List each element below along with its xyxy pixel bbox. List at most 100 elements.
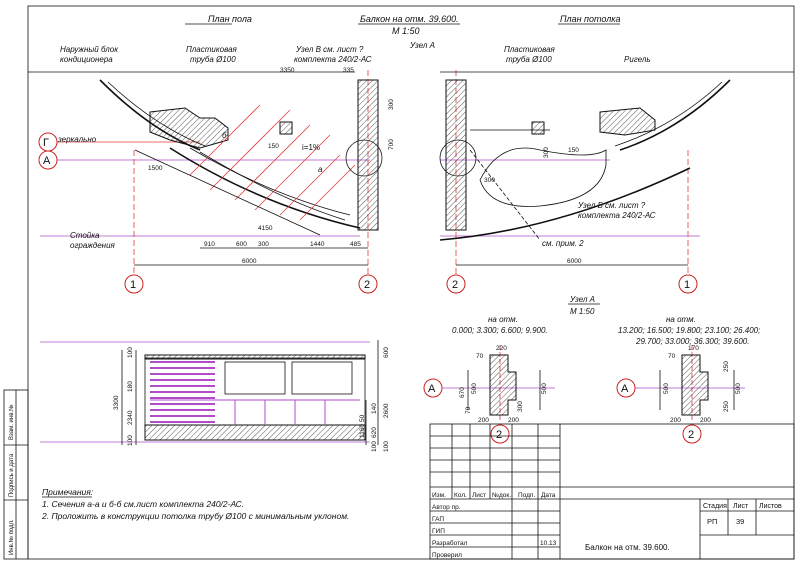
- node-a-left-dim-200b: 200: [508, 417, 519, 424]
- dim-910: 910: [204, 241, 215, 248]
- dim-300-ceiling-b: 300: [484, 177, 495, 184]
- girder-label: Ригель: [624, 55, 651, 64]
- node-b-ceiling-1: Узел Б см. лист ?: [577, 201, 646, 210]
- ceiling-column: [445, 79, 467, 231]
- stamp-col-list: Лист: [472, 492, 486, 499]
- elev-dim-100-right: 100: [371, 441, 378, 452]
- node-a-title: Узел А: [569, 295, 595, 304]
- side-field-2: Подпись и дата: [9, 453, 15, 497]
- note-ref: см. прим. 2: [542, 239, 584, 248]
- dim-150-ceiling: 150: [568, 147, 579, 154]
- stamp-role-developed: Разработал: [432, 539, 468, 547]
- node-a-left-dim-200a: 200: [478, 417, 489, 424]
- axis-g-marker: Г: [43, 137, 49, 149]
- ceiling-plan: Узел А Пластиковая труба Ø100 Ригель Узе…: [409, 41, 794, 294]
- node-a-right-dim-200b: 200: [700, 417, 711, 424]
- center-title: Балкон на отм. 39.600.: [360, 14, 459, 24]
- stamp-role-gap: ГАП: [432, 516, 444, 523]
- node-a-right-dim-200a: 200: [670, 417, 681, 424]
- node-a-left-levels: 0.000; 3.300; 6.600; 9.900.: [452, 326, 548, 335]
- node-a-right-axis-2: 2: [688, 429, 694, 441]
- pipe: [279, 121, 293, 135]
- stamp-sheet-value: 39: [736, 517, 744, 526]
- node-a-ref: Узел А: [409, 41, 435, 50]
- elev-dim-3300: 3300: [113, 395, 120, 410]
- note-2: 2. Проложить в конструкции потолка трубу…: [41, 511, 349, 521]
- side-stamp: Взам. инв.№ Подпись и дата Инв.№ подл.: [3, 389, 29, 560]
- node-a-right-dim-250b: 250: [723, 401, 730, 412]
- stamp-col-ndok: №док.: [492, 492, 511, 499]
- elev-dim-50: 50: [359, 414, 366, 422]
- node-a-left-dim-70: 70: [476, 353, 484, 360]
- elev-dim-100-right2: 100: [383, 441, 390, 452]
- ceiling-plan-title: План потолка: [560, 14, 621, 24]
- axis-2-ceiling: 2: [452, 279, 458, 291]
- node-a-left-dim-70b: 70: [465, 406, 472, 414]
- node-a-left-axis-a: А: [428, 383, 436, 395]
- stamp-role-gip: ГИП: [432, 528, 445, 535]
- dim-4150: 4150: [258, 225, 273, 232]
- dim-485: 485: [350, 241, 361, 248]
- elev-dim-600: 600: [383, 347, 390, 358]
- slope-label: i=1%: [302, 143, 320, 152]
- node-a-right-title: на отм.: [666, 315, 696, 324]
- node-a-right-dim-170: 170: [688, 345, 699, 352]
- notes: Примечания: 1. Сечения а-а и б-б см.лист…: [41, 487, 349, 521]
- dim-700: 700: [388, 139, 395, 150]
- elev-dim-2340: 2340: [127, 410, 134, 425]
- node-a-scale: М 1:50: [570, 307, 595, 316]
- section-a-mark: a: [318, 165, 323, 174]
- stamp-stage-header: Стадия: [703, 503, 727, 510]
- elev-dim-180: 180: [127, 381, 134, 392]
- ceiling-pipe-label-2: труба Ø100: [506, 55, 552, 64]
- ac-unit-label-2: кондиционера: [60, 55, 113, 64]
- axis-2-floor: 2: [364, 279, 370, 291]
- dim-3350: 3350: [280, 67, 295, 74]
- stamp-title: Балкон на отм. 39.600.: [585, 543, 670, 552]
- axis-1-ceiling: 1: [684, 279, 690, 291]
- floor-pipe-label-2: труба Ø100: [190, 55, 236, 64]
- dim-600: 600: [236, 241, 247, 248]
- notes-title: Примечания:: [42, 487, 94, 497]
- dim-335: 335: [343, 67, 354, 74]
- dim-6000-ceiling: 6000: [567, 258, 582, 265]
- center-scale: М 1:50: [392, 26, 420, 36]
- dim-300-ceiling-a: 300: [543, 147, 550, 158]
- node-b-ref-1: Узел В см. лист ?: [295, 45, 364, 54]
- ac-unit-label-1: Наружный блок: [60, 45, 119, 54]
- elev-dim-1160: 1160: [359, 424, 366, 438]
- stamp-col-izm: Изм.: [432, 492, 446, 499]
- stamp-col-data: Дата: [541, 492, 556, 499]
- node-a-left-dim-500a: 500: [471, 383, 478, 394]
- node-a-right-dim-70: 70: [668, 353, 676, 360]
- node-b-ceiling-2: комплекта 240/2-АС: [578, 211, 656, 220]
- node-a-left-dim-670: 670: [459, 387, 466, 398]
- stamp-col-podp: Подп.: [518, 492, 535, 499]
- node-a-left-dim-220: 220: [496, 345, 507, 352]
- node-a-right-dim-500a: 500: [663, 383, 670, 394]
- node-a-right-dim-500b: 500: [735, 383, 742, 394]
- node-a-left-dim-500b: 500: [541, 383, 548, 394]
- mirror-label: зеркально: [57, 135, 97, 144]
- node-b-ref-2: комплекта 240/2-АС: [294, 55, 372, 64]
- stamp-date: 10.13: [540, 540, 557, 547]
- axis-a-marker: А: [43, 155, 51, 167]
- note-1: 1. Сечения а-а и б-б см.лист комплекта 2…: [42, 499, 244, 509]
- node-a-left-title: на отм.: [488, 315, 518, 324]
- node-a-right-dim-250a: 250: [723, 361, 730, 372]
- title-block: Изм. Кол. Лист №док. Подп. Дата Автор пр…: [429, 423, 795, 560]
- section-b-mark: б: [222, 131, 227, 140]
- axis-1-floor: 1: [130, 279, 136, 291]
- floor-plan: Наружный блок кондиционера Пластиковая т…: [28, 45, 395, 294]
- elev-dim-100-bot: 100: [127, 435, 134, 446]
- stamp-role-author: Автор пр.: [432, 504, 461, 511]
- dim-1440: 1440: [310, 241, 325, 248]
- dim-6000-floor: 6000: [242, 258, 257, 265]
- node-a-left-dim-300: 300: [517, 401, 524, 412]
- ceiling-pipe-label-1: Пластиковая: [504, 45, 556, 54]
- railing-label-1: Стойка: [70, 231, 100, 240]
- stamp-role-checked: Проверил: [432, 552, 462, 559]
- node-a-right-levels-1: 13.200; 16.500; 19.800; 23.100; 26.400;: [618, 326, 760, 335]
- side-field-1: Взам. инв.№: [8, 404, 15, 440]
- stamp-stage-value: РП: [707, 517, 717, 526]
